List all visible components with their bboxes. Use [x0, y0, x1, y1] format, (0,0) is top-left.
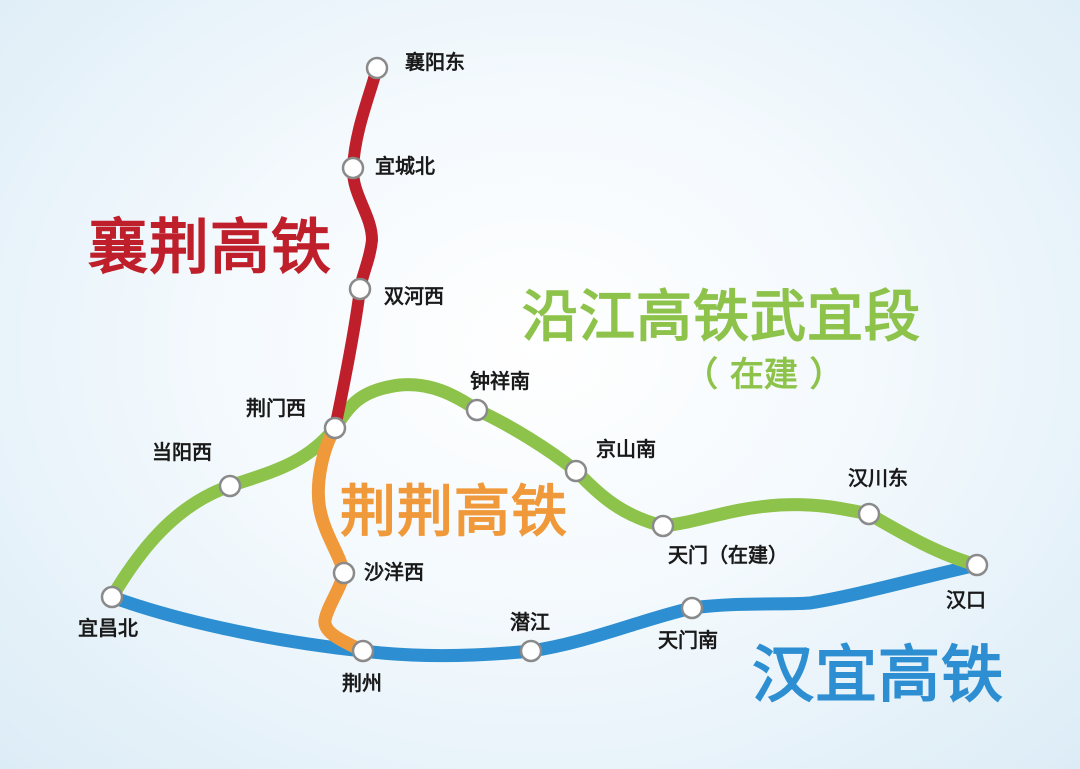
station-label-jingmenxi: 荆门西: [246, 396, 306, 420]
station-label-dangyangxi: 当阳西: [152, 440, 212, 464]
station-marker-shayangxi: [332, 561, 356, 585]
station-marker-yichengbei: [341, 156, 365, 180]
station-marker-jingmenxi: [323, 416, 347, 440]
jingjing-line-title: 荆荆高铁: [340, 480, 568, 545]
station-marker-zhongxiangnan: [465, 398, 489, 422]
yanjiang-line: [105, 378, 984, 604]
station-label-jingzhou: 荆州: [342, 671, 382, 695]
xiangjing-line-title: 襄荆高铁: [88, 213, 332, 283]
station-marker-jingshannan: [564, 459, 588, 483]
station-marker-xiangyangdong: [365, 56, 389, 80]
station-marker-qianjiang: [519, 639, 543, 663]
station-marker-hankou: [965, 553, 989, 577]
station-marker-dangyangxi: [218, 474, 242, 498]
yanjiang-line-title: 沿江高铁武宜段: [522, 285, 921, 350]
station-label-tianmen: 天门（在建）: [668, 543, 788, 567]
station-marker-tianmen: [651, 514, 675, 538]
station-marker-tianmennan: [680, 596, 704, 620]
station-marker-hanchuandong: [857, 502, 881, 526]
station-label-qianjiang: 潜江: [510, 610, 550, 634]
station-label-hanchuandong: 汉川东: [848, 466, 908, 490]
station-label-shuanghexi: 双河西: [384, 284, 444, 308]
station-label-jingshannan: 京山南: [596, 437, 656, 461]
station-label-shayangxi: 沙洋西: [364, 560, 424, 584]
station-marker-shuanghexi: [348, 277, 372, 301]
station-marker-jingzhou: [351, 639, 375, 663]
hanyi-line-title: 汉宜高铁: [752, 638, 1005, 711]
station-marker-yichangbei: [100, 585, 124, 609]
station-label-hankou: 汉口: [946, 588, 986, 612]
hanyi-line: [105, 558, 984, 663]
station-label-yichengbei: 宜城北: [375, 154, 435, 178]
station-label-xiangyangdong: 襄阳东: [405, 50, 465, 74]
yanjiang-status: （ 在建 ）: [684, 355, 844, 395]
station-label-tianmennan: 天门南: [658, 628, 718, 652]
station-label-zhongxiangnan: 钟祥南: [470, 369, 530, 393]
xiangjing-line: [329, 62, 383, 434]
station-label-yichangbei: 宜昌北: [78, 616, 138, 640]
